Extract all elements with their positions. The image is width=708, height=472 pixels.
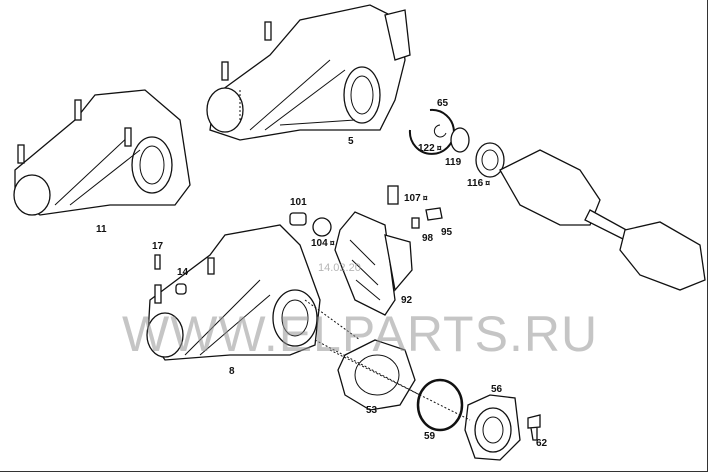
part-label[interactable]: 17 [152, 241, 163, 252]
part-number: 104 [311, 238, 328, 249]
part-number: 62 [536, 438, 548, 449]
part-number: 107 [404, 193, 421, 204]
part-label[interactable]: 122¤ [418, 143, 442, 154]
o-ring-59 [416, 378, 464, 432]
drive-shaft [499, 149, 706, 291]
housing-8 [146, 224, 321, 361]
part-number: 122 [418, 143, 435, 154]
part-number: 17 [152, 241, 164, 252]
note-mark-icon: ¤ [485, 178, 491, 188]
clip-122 [433, 124, 447, 138]
part-label[interactable]: 65 [437, 98, 448, 109]
cover-92 [334, 211, 413, 316]
part-label[interactable]: 107¤ [404, 193, 428, 204]
part-number: 101 [290, 197, 307, 208]
part-number: 11 [96, 224, 107, 235]
housing-11 [13, 89, 191, 216]
date-stamp: 14.02.20 [318, 262, 361, 274]
washer-98 [411, 217, 420, 229]
seal-104 [312, 217, 332, 237]
part-label[interactable]: 92 [401, 295, 412, 306]
part-number: 8 [229, 366, 235, 377]
part-number: 119 [445, 157, 462, 168]
note-mark-icon: ¤ [329, 238, 335, 248]
part-label[interactable]: 101 [290, 197, 307, 208]
part-label[interactable]: 104¤ [311, 238, 335, 249]
part-number: 56 [491, 384, 503, 395]
note-mark-icon: ¤ [422, 193, 428, 203]
part-label[interactable]: 5 [348, 136, 354, 147]
part-label[interactable]: 56 [491, 384, 502, 395]
bolt-95 [425, 207, 443, 221]
part-number: 95 [441, 227, 453, 238]
watermark: WWW.ELPARTS.RU [122, 306, 599, 362]
part-label[interactable]: 14 [177, 267, 188, 278]
plug-101 [289, 212, 307, 226]
part-number: 14 [177, 267, 189, 278]
part-label[interactable]: 11 [96, 224, 107, 235]
part-number: 53 [366, 405, 378, 416]
part-number: 98 [422, 233, 434, 244]
part-label[interactable]: 59 [424, 431, 435, 442]
part-label[interactable]: 62 [536, 438, 547, 449]
part-number: 92 [401, 295, 413, 306]
plug-14 [175, 283, 187, 295]
stud-17 [154, 254, 161, 270]
part-number: 116 [467, 178, 484, 189]
part-number: 65 [437, 98, 449, 109]
breather-107 [387, 185, 399, 205]
bolt-62 [527, 414, 541, 441]
seal-116 [475, 142, 505, 178]
circlip-65 [408, 108, 455, 155]
seal-119 [450, 127, 470, 153]
part-label[interactable]: 95 [441, 227, 452, 238]
note-mark-icon: ¤ [436, 143, 442, 153]
part-number: 59 [424, 431, 436, 442]
part-label[interactable]: 116¤ [467, 178, 490, 189]
part-label[interactable]: 98 [422, 233, 433, 244]
gasket-53 [337, 339, 416, 411]
housing-5 [206, 4, 411, 141]
part-number: 5 [348, 136, 354, 147]
flange-56 [464, 394, 521, 461]
part-label[interactable]: 53 [366, 405, 377, 416]
part-label[interactable]: 119 [445, 157, 461, 168]
part-label[interactable]: 8 [229, 366, 235, 377]
